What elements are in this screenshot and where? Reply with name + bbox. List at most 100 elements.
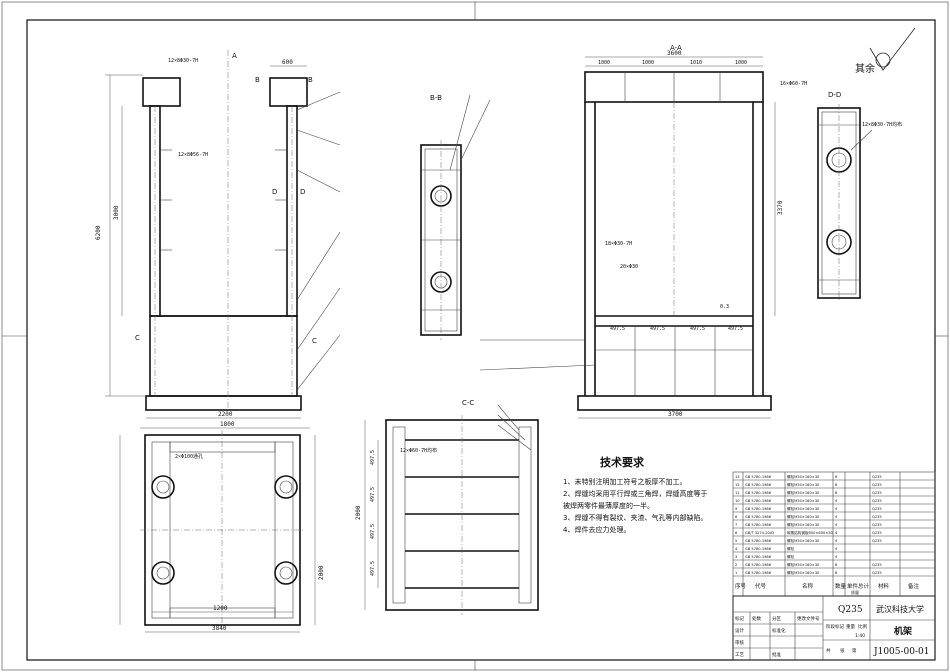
dim-aa-height: 3370 [777, 200, 784, 215]
bom-cell-std: GB/T 3274-2002 [745, 531, 774, 535]
bom-cell-name: 螺栓M30×160×30 [787, 498, 820, 503]
bom-cell-name: 螺栓M30×160×30 [787, 490, 820, 495]
roughness-circle-icon [875, 52, 891, 68]
dim-aa-seg-3: 1010 [690, 60, 702, 66]
bom-cell-no: 2 [735, 563, 737, 567]
bom-cell-std: GB 5780-1986 [745, 523, 772, 527]
bom-cell-no: 12 [735, 483, 740, 487]
tb-label-mark: 标记 [735, 615, 744, 622]
bom-cell-name: 螺栓M30×160×30 [787, 514, 820, 519]
bom-cell-no: 8 [735, 515, 738, 519]
tech-requirements: 技术要求 1、未特别注明加工符号之板厚不加工。 2、焊缝均采用平行焊或三角焊，焊… [563, 455, 707, 534]
weld-note-1: 12×8Φ30-7H [168, 58, 198, 64]
bom-cell-std: GB 5780-1986 [745, 499, 772, 503]
tb-label-sheets: 共 [826, 647, 831, 654]
bom-cell-std: GB 5780-1986 [745, 539, 772, 543]
section-bb-label: B-B [430, 94, 442, 102]
bom-cell-mat: Q235 [872, 531, 882, 535]
dim-aa-seg-4: 1000 [735, 60, 747, 66]
bom-cell-name: 碳素结构钢板600×600×30 [787, 530, 834, 535]
bom-cell-no: 11 [735, 491, 740, 495]
bom-cell-name: 螺栓 [787, 546, 795, 551]
dim-plan-width: 2000 [318, 565, 325, 580]
bom-header-code: 代号 [755, 582, 767, 590]
bom-cell-std: GB 5780-1986 [745, 483, 772, 487]
tech-req-item-2: 2、焊缝均采用平行焊或三角焊，焊缝高度等于 [563, 489, 707, 498]
bom-cell-mat: Q235 [872, 571, 882, 575]
aa-note-2: 20×Φ30 [620, 264, 638, 270]
bom-header-qty: 数量 [835, 582, 847, 590]
dim-cc-step-4: 497.5 [370, 561, 376, 576]
bom-cell-name: 螺栓M30×160×30 [787, 538, 820, 543]
bom-cell-qty: 8 [835, 571, 838, 575]
bom-cell-no: 7 [735, 523, 737, 527]
aa-tolerance: 0.3 [720, 304, 729, 310]
tech-req-item-3: 被焊两零件最薄厚度的一半。 [563, 501, 654, 510]
bom-cell-std: GB 5780-1986 [745, 507, 772, 511]
bom-cell-qty: 4 [835, 499, 838, 503]
dim-plan-inner: 1200 [213, 605, 228, 612]
section-bb-view: B-B [420, 94, 491, 340]
bom-cell-name: 螺栓M30×160×30 [787, 570, 820, 575]
tech-req-item-1: 1、未特别注明加工符号之板厚不加工。 [563, 477, 686, 486]
dim-aa-seg-1: 1000 [598, 60, 610, 66]
tb-label-weight: 重量 [846, 623, 855, 630]
bom-cell-qty: 4 [835, 507, 838, 511]
tb-label-scale: 比例 [858, 623, 867, 630]
section-cc-label: C-C [462, 399, 474, 407]
section-aa-label: A-A [670, 44, 682, 52]
section-c-right-label: C [312, 337, 317, 345]
bom-header-name: 名称 [802, 582, 814, 590]
tb-label-zone: 分区 [772, 615, 781, 622]
dim-aa-mid-4: 497.5 [728, 326, 743, 332]
dim-aa-mid-3: 497.5 [690, 326, 705, 332]
section-c-left-label: C [135, 334, 140, 342]
dim-aa-mid-2: 497.5 [650, 326, 665, 332]
tb-label-sheet: 张 [840, 647, 845, 654]
bom-cell-std: GB 5780-1986 [745, 475, 772, 479]
tb-label-approve: 批准 [772, 651, 781, 658]
bom-cell-mat: Q235 [872, 491, 882, 495]
section-dd-label: D-D [828, 91, 841, 99]
dim-front-sub-height: 3000 [113, 205, 120, 220]
tb-label-stage: 阶段标记 [826, 623, 844, 630]
section-d-left-label: D [272, 188, 277, 196]
bom-cell-mat: Q235 [872, 483, 882, 487]
dim-cc-height: 2000 [355, 505, 362, 520]
dim-front-top-side: 600 [282, 59, 293, 66]
bom-cell-qty: 8 [835, 491, 838, 495]
bom-cell-std: GB 5780-1986 [745, 491, 772, 495]
tb-label-count: 处数 [752, 615, 761, 622]
section-cc-view: C-C 2000 497.5 497.5 497.5 497.5 12×Φ60-… [355, 399, 539, 615]
inner-frame [26, 19, 936, 661]
dim-front-base: 2200 [218, 411, 233, 418]
weld-note-2: 12×8Φ56-7H [178, 152, 208, 158]
dim-cc-step-2: 497.5 [370, 487, 376, 502]
bom-cell-qty: 8 [835, 563, 838, 567]
bom-cell-qty: 4 [835, 523, 838, 527]
bom-cell-std: GB 5780-1986 [745, 563, 772, 567]
bom-cell-mat: Q235 [872, 523, 882, 527]
dim-plan-side: 3840 [212, 625, 227, 632]
surface-mark-label: 其余 [855, 62, 875, 75]
roughness-symbol: 其余 [855, 27, 916, 75]
aa-note-1: 18×Φ30-7H [605, 241, 632, 247]
bom-cell-no: 9 [735, 507, 738, 511]
dim-front-height: 6200 [95, 225, 102, 240]
part-name: 机架 [894, 625, 912, 637]
tech-req-item-5: 4、焊件去应力处理。 [563, 525, 630, 534]
front-view: 6200 3000 2200 1800 600 A B B C C D D 12… [95, 50, 341, 429]
bom-cell-std: GB 5780-1986 [745, 547, 772, 551]
dim-cc-step-3: 497.5 [370, 524, 376, 539]
section-a-arrow-label: A [232, 52, 237, 60]
material-label: Q235 [838, 605, 863, 615]
tb-label-review: 审核 [735, 639, 744, 646]
bom-cell-no: 3 [735, 555, 737, 559]
aa-note-3: 16×Φ60-7H [780, 81, 807, 87]
tech-requirements-title: 技术要求 [600, 455, 645, 469]
plan-note: 2×Φ100通孔 [175, 453, 203, 460]
bom-cell-no: 13 [735, 475, 740, 479]
section-d-right-label: D [300, 188, 305, 196]
bom-cell-no: 5 [735, 539, 737, 543]
